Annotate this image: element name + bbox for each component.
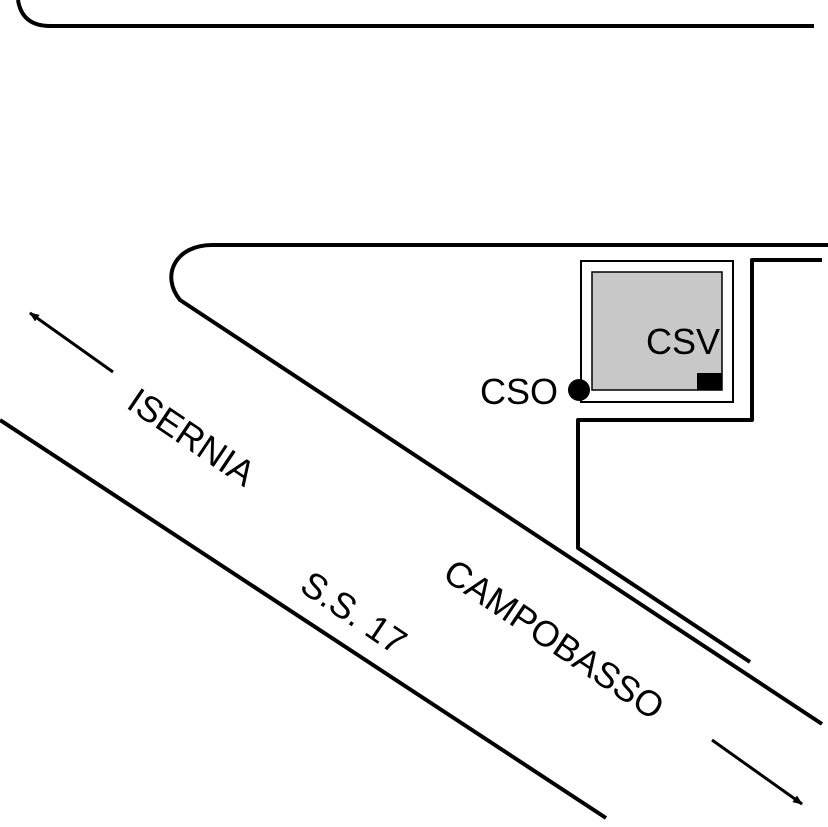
csv-label: CSV (646, 321, 720, 362)
cso-label: CSO (480, 371, 558, 412)
building (591, 271, 723, 391)
ss17-label: S.S. 17 (294, 563, 415, 663)
campobasso-label: CAMPOBASSO (437, 551, 672, 728)
isernia-label: ISERNIA (121, 380, 263, 495)
isernia-arrow-icon (29, 311, 114, 374)
site-boundary (576, 258, 822, 664)
campobasso-arrow-icon (711, 738, 803, 806)
csv-marker-icon (697, 373, 722, 390)
cso-marker-icon (568, 379, 590, 401)
campobasso-road-upper-edge (169, 243, 828, 726)
top-road-edge (16, 0, 814, 28)
ss17-road-edge (0, 418, 608, 820)
